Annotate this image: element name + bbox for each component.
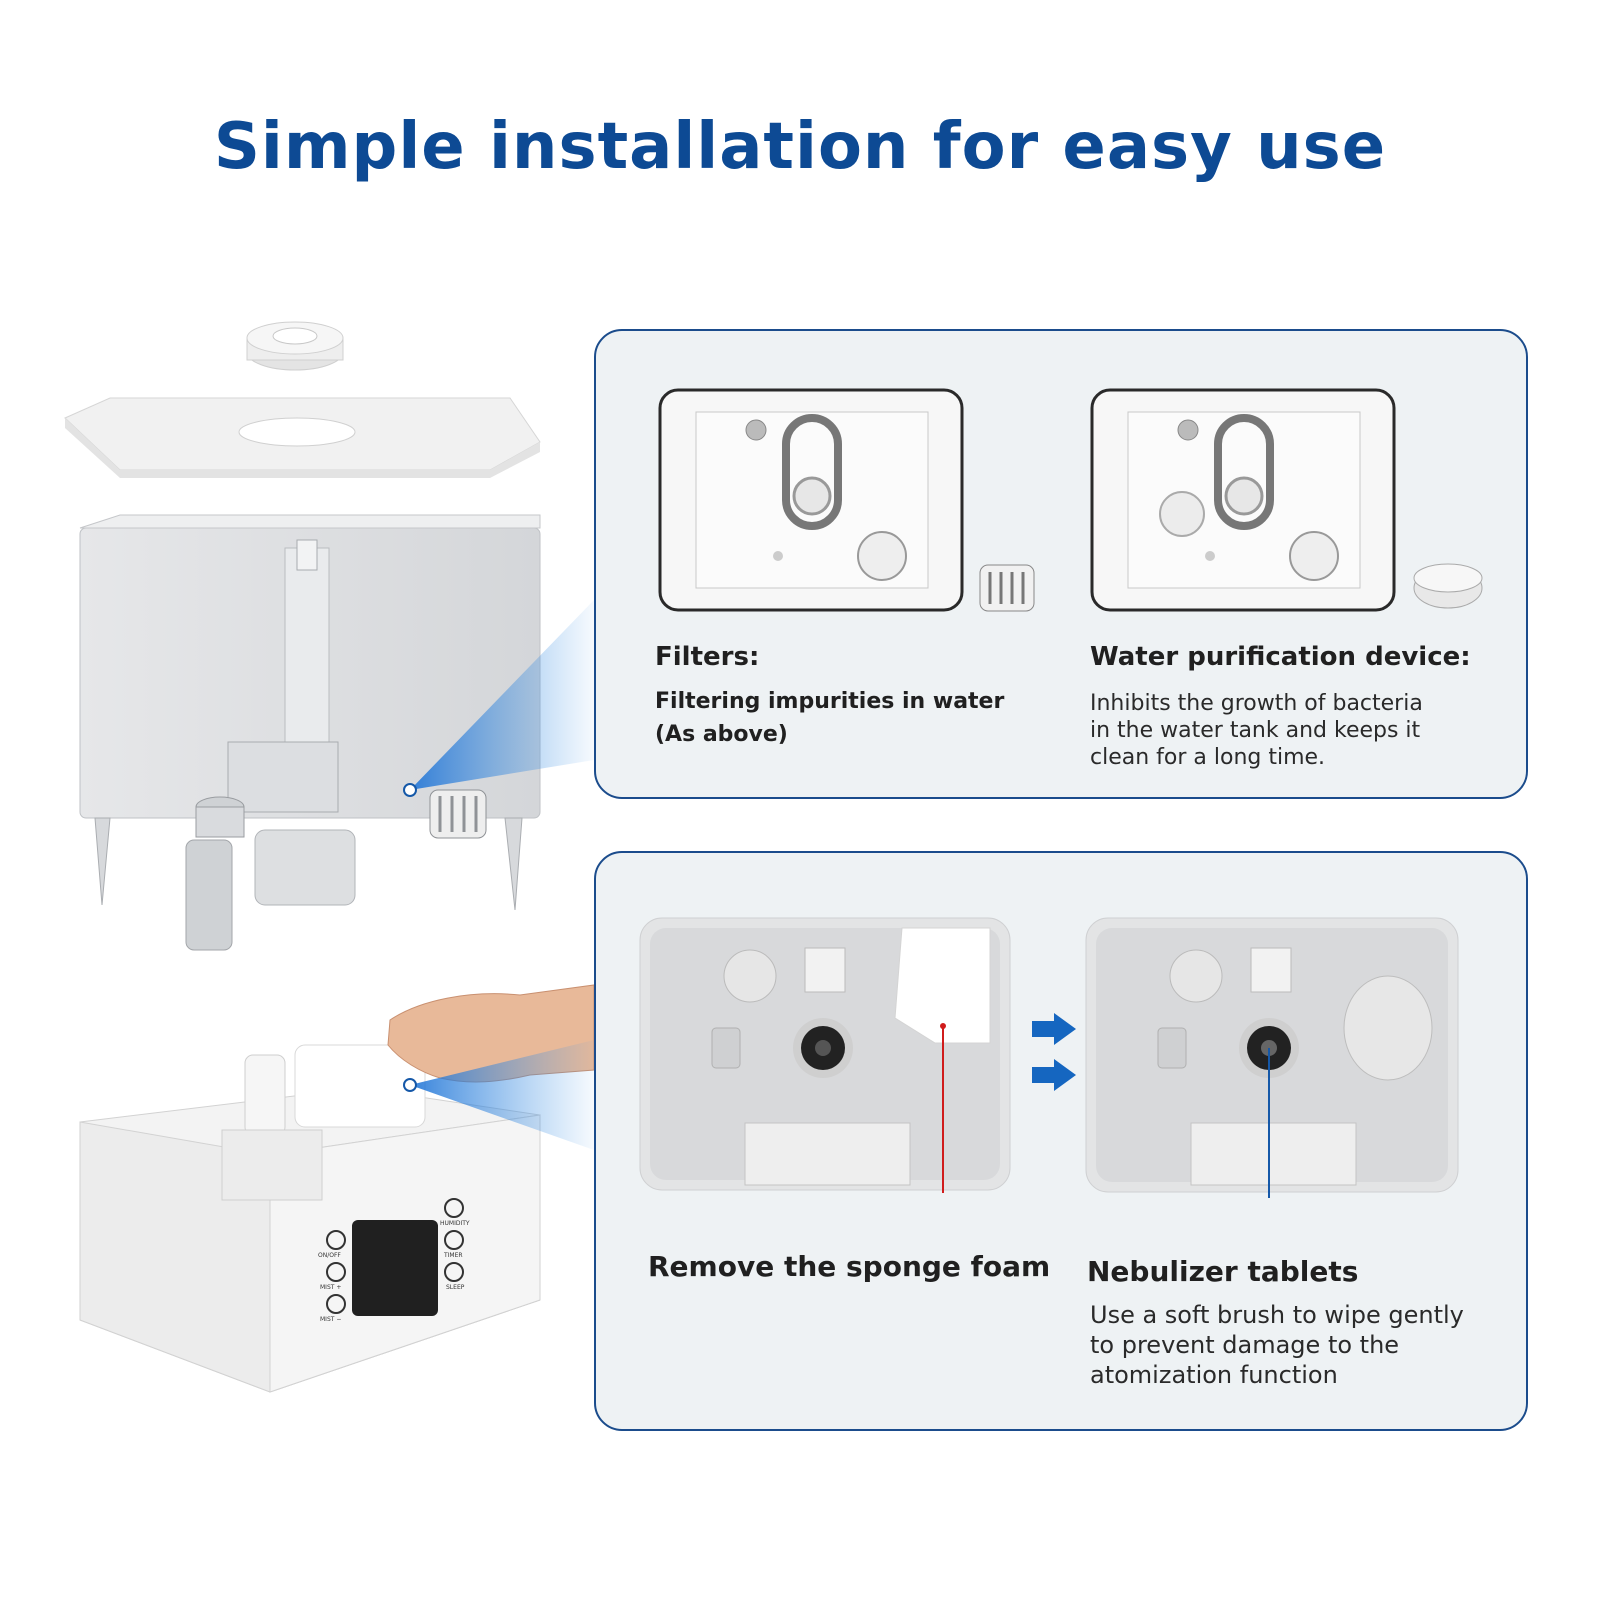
nebulizer-line-3: atomization function <box>1090 1361 1338 1389</box>
filters-heading: Filters: <box>655 642 760 672</box>
control-label-on-off: ON/OFF <box>318 1252 341 1259</box>
control-label-mist-plus: MIST + <box>320 1284 342 1291</box>
control-label-sleep: SLEEP <box>446 1284 465 1291</box>
sponge-heading: Remove the sponge foam <box>648 1250 1051 1283</box>
purification-tank-photo <box>1090 388 1483 612</box>
purification-line-1: Inhibits the growth of bacteria <box>1090 691 1423 716</box>
filters-line-1: Filtering impurities in water <box>655 689 1005 714</box>
cap-part <box>246 321 344 371</box>
nebulizer-line-2: to prevent damage to the <box>1090 1331 1400 1359</box>
arrow-right-icon <box>1032 1059 1076 1091</box>
control-label-humidity: HUMIDITY <box>440 1220 470 1227</box>
purification-heading: Water purification device: <box>1090 642 1471 672</box>
control-label-mist-minus: MIST − <box>320 1316 342 1323</box>
page-title: Simple installation for easy use <box>213 110 1387 184</box>
nebulizer-line-1: Use a soft brush to wipe gently <box>1090 1301 1464 1329</box>
sponge-base-photo <box>639 917 1011 1193</box>
nebulizer-base-photo <box>1085 917 1459 1198</box>
water-tank-part <box>79 514 541 951</box>
base-part <box>79 984 595 1393</box>
humidifier-exploded-illustration <box>64 321 595 1393</box>
filters-line-2: (As above) <box>655 722 788 747</box>
lid-part <box>64 397 541 478</box>
arrow-right-icon <box>1032 1013 1076 1045</box>
purification-line-3: clean for a long time. <box>1090 745 1326 770</box>
control-label-timer: TIMER <box>444 1252 463 1259</box>
filter-tank-photo <box>658 388 1035 612</box>
purification-line-2: in the water tank and keeps it <box>1090 718 1421 743</box>
nebulizer-heading: Nebulizer tablets <box>1087 1255 1359 1288</box>
